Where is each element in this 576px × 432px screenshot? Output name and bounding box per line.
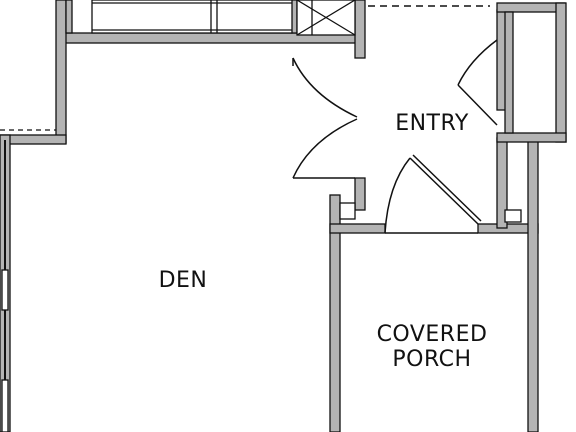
closet-door bbox=[457, 39, 498, 126]
room-label-porch: PORCH bbox=[392, 347, 471, 372]
den-left-step-wall bbox=[0, 134, 67, 145]
closet-wall-top bbox=[496, 2, 566, 13]
ceiling-fixture bbox=[296, 0, 356, 36]
porch-column-left bbox=[339, 202, 356, 220]
upper-window-frame-left bbox=[65, 0, 73, 34]
den-left-windows bbox=[1, 140, 9, 432]
closet-wall-bottom bbox=[496, 132, 567, 143]
den-left-wall-upper bbox=[55, 0, 67, 144]
porch-door bbox=[384, 154, 482, 234]
den-porch-partition bbox=[329, 194, 341, 432]
room-label-den: DEN bbox=[159, 268, 208, 293]
entry-wall-lower-left bbox=[354, 177, 366, 211]
closet-wall-left bbox=[504, 11, 514, 134]
exterior-right-wall bbox=[527, 139, 539, 432]
closet-wall-right bbox=[555, 2, 567, 143]
room-label-covered: COVERED bbox=[377, 322, 488, 347]
entry-wall-upper-left bbox=[354, 0, 366, 59]
room-label-entry: ENTRY bbox=[395, 111, 469, 136]
porch-column-right bbox=[504, 209, 522, 223]
double-door bbox=[292, 57, 358, 179]
porch-top-wall bbox=[329, 223, 386, 234]
upper-window bbox=[91, 0, 293, 34]
